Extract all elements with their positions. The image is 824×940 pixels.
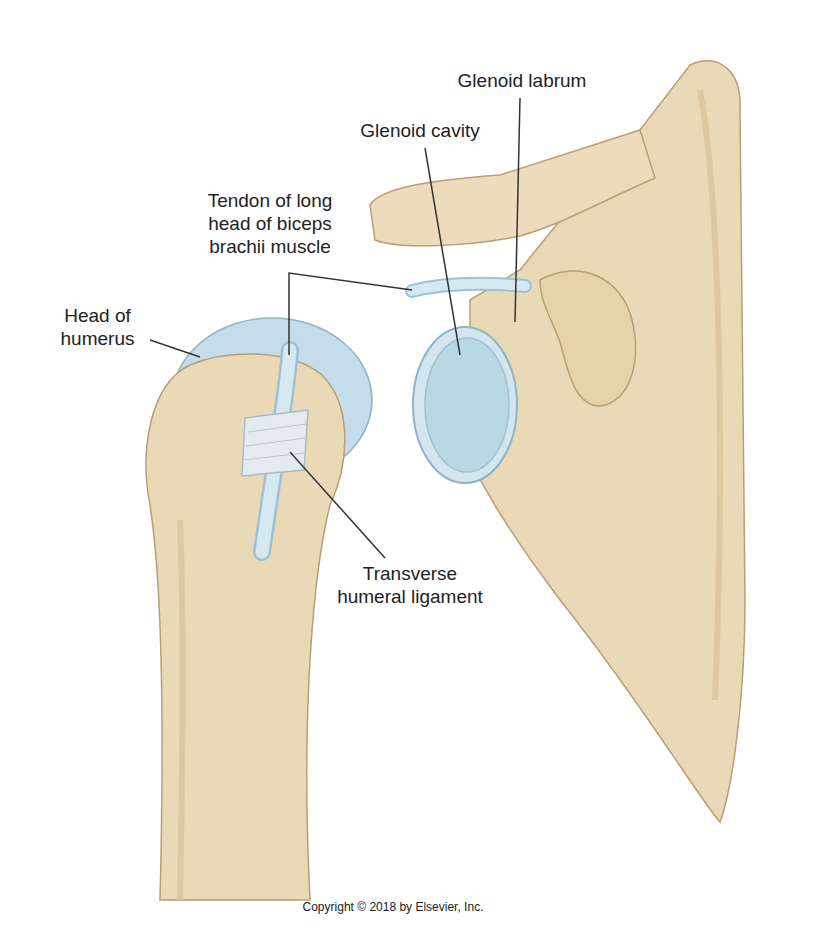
humerus [146, 354, 345, 900]
biceps-tendon-origin [412, 284, 525, 291]
copyright-note: Copyright © 2018 by Elsevier, Inc. [213, 900, 573, 914]
glenoid-labrum [413, 327, 517, 483]
humerus-shading [180, 520, 183, 900]
transverse-ligament [242, 410, 308, 476]
ligament-fibres [244, 424, 306, 460]
part-label: Head of humerus [50, 305, 145, 351]
leader-line [290, 452, 385, 558]
glenoid-cavity [425, 338, 509, 472]
leader-line [515, 98, 520, 322]
part-label: Glenoid labrum [432, 70, 612, 93]
part-label: Glenoid cavity [340, 120, 500, 143]
coracoid-process [540, 271, 635, 406]
leader-line [289, 273, 412, 355]
leader-line [425, 148, 460, 355]
biceps-tendon-origin [412, 284, 525, 291]
part-label: Tendon of long head of biceps brachii mu… [190, 190, 350, 258]
acromion [370, 130, 655, 246]
scapula-shading [700, 90, 720, 700]
part-label: Transverse humeral ligament [330, 563, 490, 609]
leader-line [150, 340, 200, 357]
